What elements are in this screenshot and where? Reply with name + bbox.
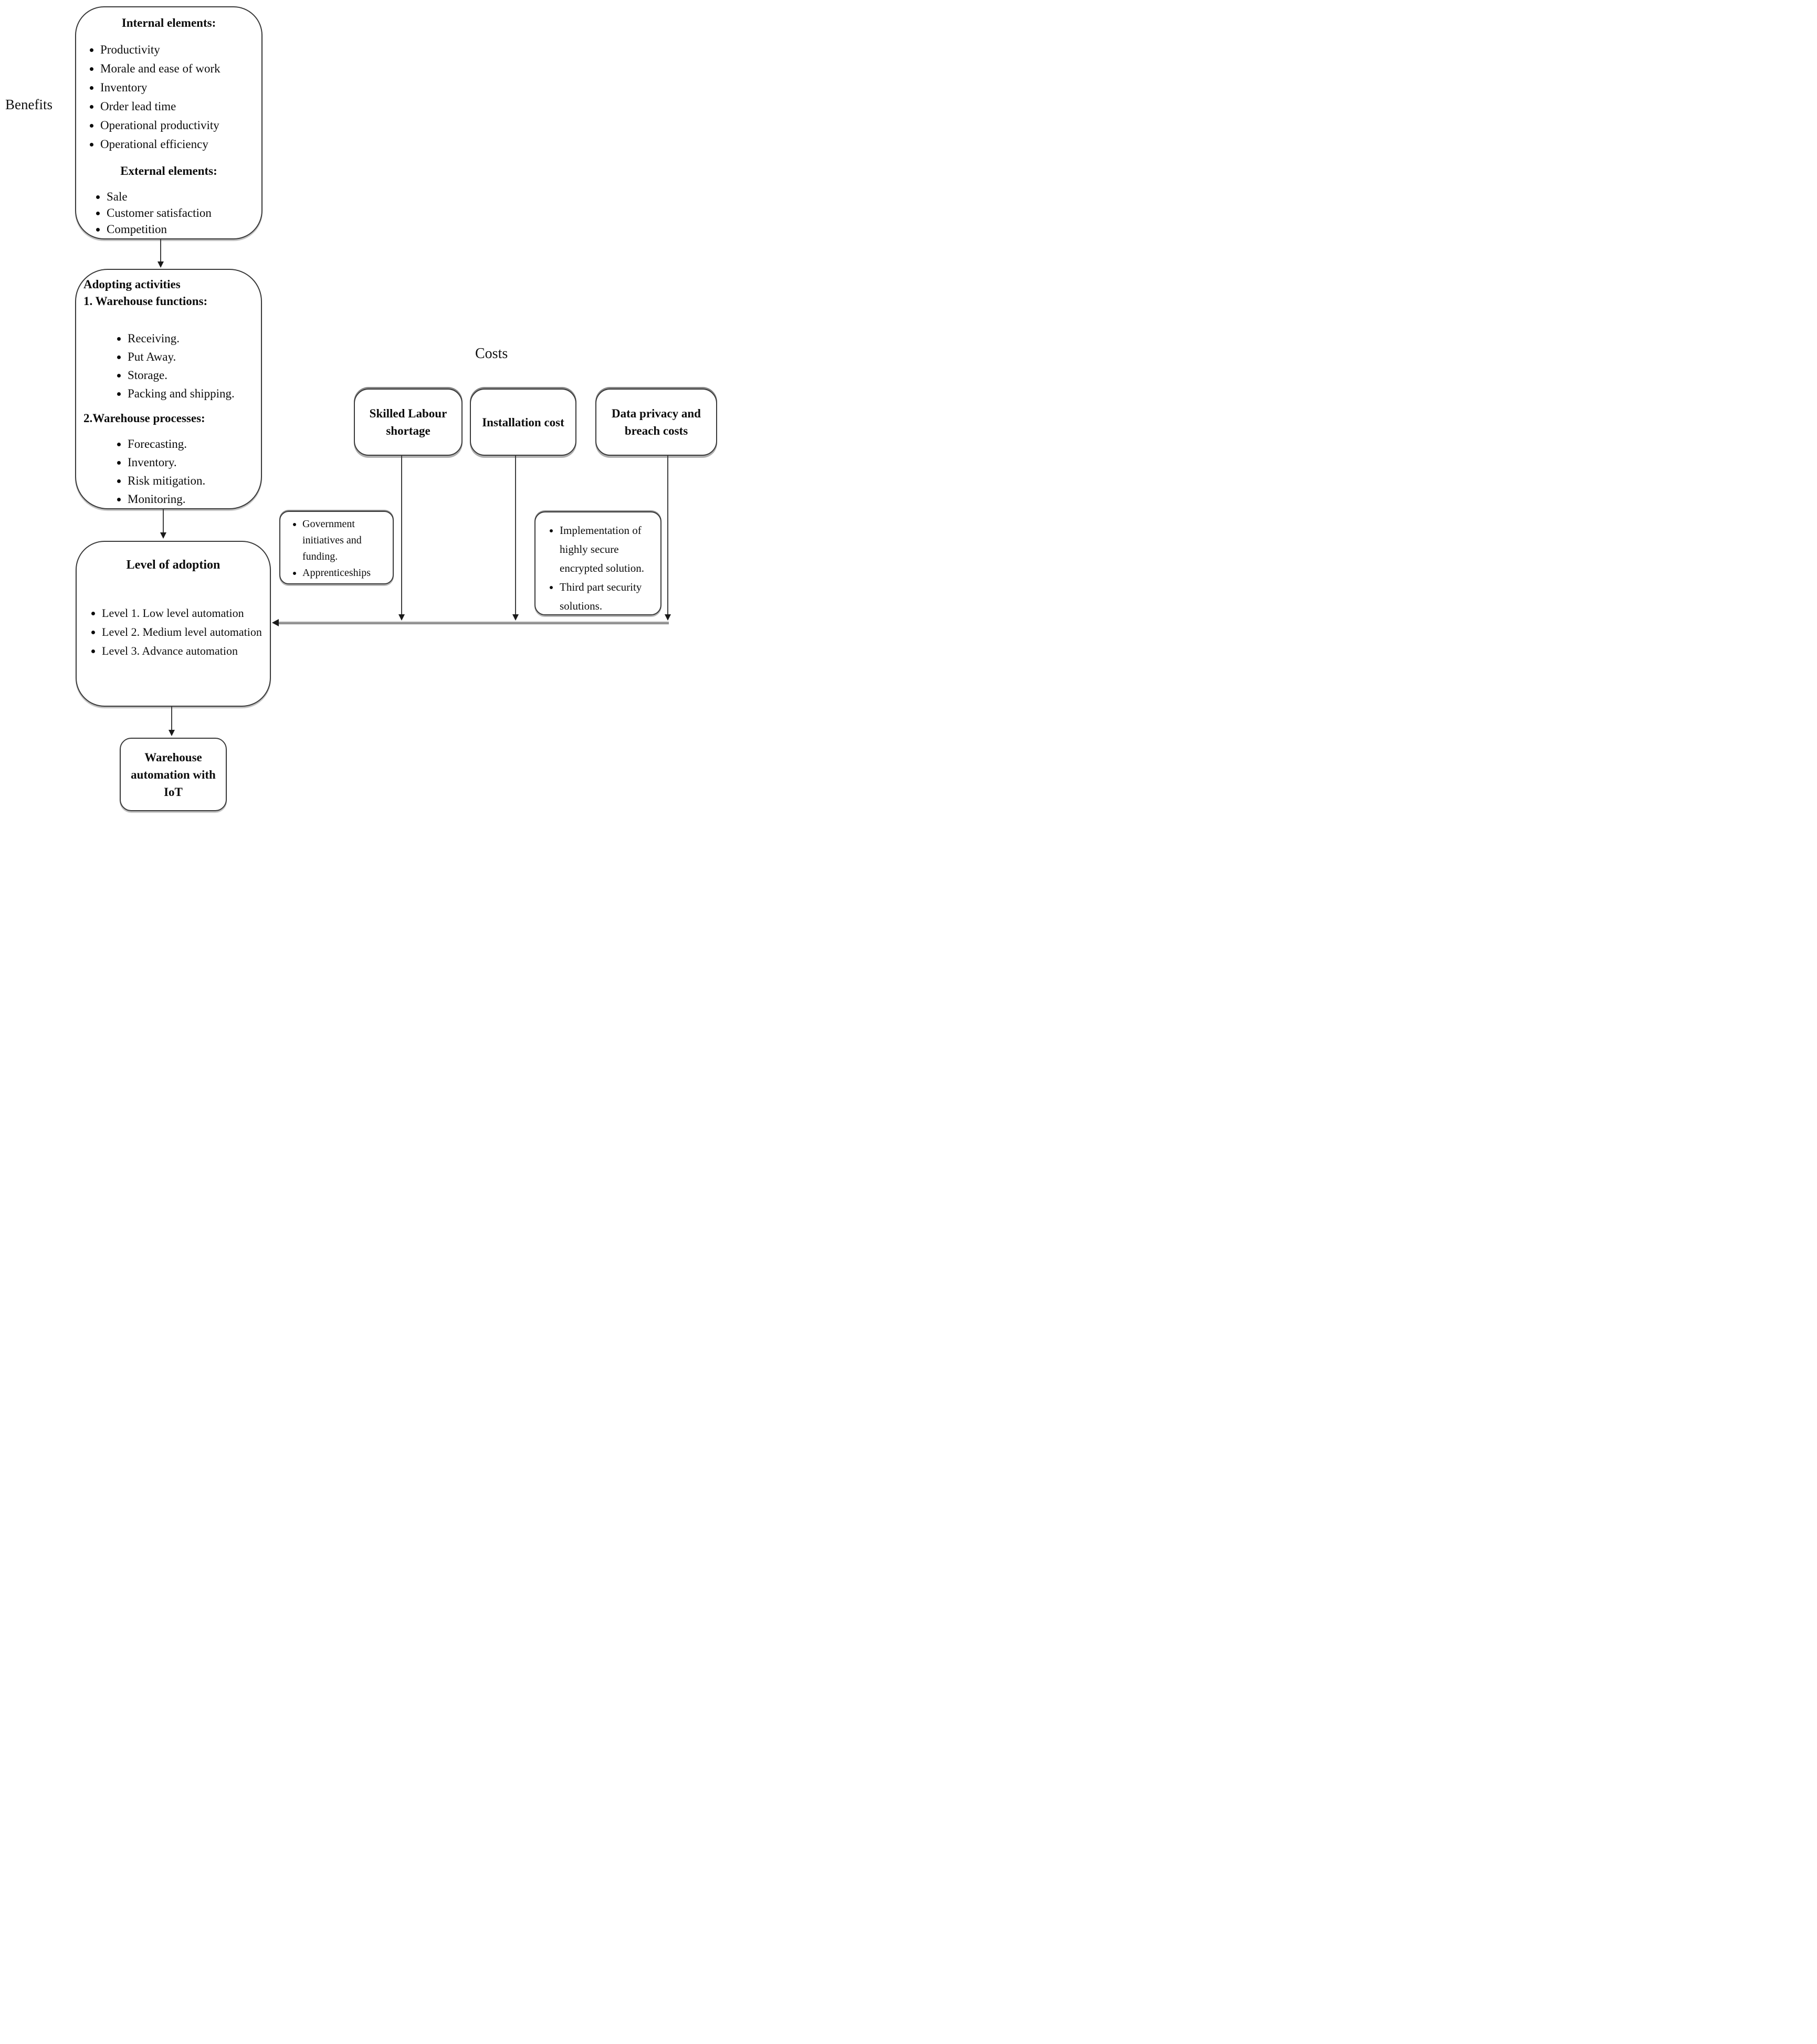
arrow-level-to-warehouse-head-icon — [169, 730, 175, 736]
list-item: Productivity — [100, 42, 261, 58]
connector-data-privacy-head-icon — [665, 614, 671, 621]
list-item: Government initiatives and funding. — [302, 516, 393, 565]
list-item: Receiving. — [128, 331, 256, 347]
security-solutions-list: Implementation of highly secure encrypte… — [535, 521, 660, 615]
connector-data-privacy-line — [667, 456, 668, 615]
arrow-elements-to-adopting-head-icon — [157, 261, 164, 268]
warehouse-automation-iot-label: Warehouse automation with IoT — [131, 750, 216, 799]
list-item: Put Away. — [128, 349, 256, 365]
adopting-activities-heading: Adopting activities — [83, 278, 181, 291]
warehouse-functions-heading: 1. Warehouse functions: — [83, 295, 208, 308]
list-item: Storage. — [128, 368, 256, 383]
arrow-level-to-warehouse-line — [171, 707, 172, 731]
arrow-elements-to-adopting-line — [160, 239, 161, 263]
flow-diagram-canvas: Benefits Costs Internal elements: Produc… — [0, 0, 727, 817]
benefits-label: Benefits — [5, 97, 52, 112]
list-item: Customer satisfaction — [107, 205, 261, 221]
warehouse-processes-list: Forecasting. Inventory. Risk mitigation.… — [83, 436, 256, 507]
connector-skilled-labour-line — [401, 456, 402, 615]
warehouse-processes-heading: 2.Warehouse processes: — [83, 412, 205, 425]
list-item: Forecasting. — [128, 436, 256, 452]
costs-label: Costs — [475, 345, 508, 362]
list-item: Level 3. Advance automation — [102, 642, 270, 661]
connector-installation-line — [515, 456, 516, 615]
list-item: Third part security solutions. — [560, 578, 660, 615]
arrow-adopting-to-level-head-icon — [160, 532, 166, 539]
warehouse-functions-list: Receiving. Put Away. Storage. Packing an… — [83, 331, 256, 402]
list-item: Monitoring. — [128, 491, 256, 507]
list-item: Packing and shipping. — [128, 386, 256, 402]
list-item: Inventory — [100, 80, 261, 96]
adopting-activities-box: Adopting activities 1. Warehouse functio… — [75, 269, 262, 509]
list-item: Risk mitigation. — [128, 473, 256, 489]
list-item: Level 2. Medium level automation — [102, 623, 270, 642]
note-box-security-solutions: Implementation of highly secure encrypte… — [534, 511, 661, 615]
list-item: Inventory. — [128, 455, 256, 470]
costs-merge-line — [275, 622, 669, 624]
connector-skilled-labour-head-icon — [398, 614, 405, 621]
list-item: Level 1. Low level automation — [102, 604, 270, 623]
list-item: Competition — [107, 222, 261, 237]
internal-elements-heading: Internal elements: — [121, 16, 216, 29]
list-item: Morale and ease of work — [100, 61, 261, 77]
warehouse-automation-iot-box: Warehouse automation with IoT — [120, 738, 227, 811]
cost-box-skilled-labour-shortage: Skilled Labour shortage — [354, 389, 463, 456]
cost-box-label: Installation cost — [482, 415, 564, 429]
list-item: Sale — [107, 189, 261, 205]
external-elements-list: Sale Customer satisfaction Competition — [76, 189, 261, 237]
arrow-into-level-head-icon — [272, 619, 279, 626]
cost-box-label: Data privacy and breach costs — [612, 407, 701, 437]
note-box-government-initiatives: Government initiatives and funding. Appr… — [279, 511, 394, 584]
benefit-elements-box: Internal elements: Productivity Morale a… — [75, 6, 262, 239]
connector-installation-head-icon — [512, 614, 519, 621]
cost-box-installation-cost: Installation cost — [470, 389, 576, 456]
level-of-adoption-box: Level of adoption Level 1. Low level aut… — [76, 541, 271, 707]
cost-box-data-privacy-breach: Data privacy and breach costs — [595, 389, 717, 456]
list-item: Implementation of highly secure encrypte… — [560, 521, 660, 578]
external-elements-heading: External elements: — [120, 164, 217, 177]
list-item: Operational efficiency — [100, 137, 261, 152]
cost-box-label: Skilled Labour shortage — [369, 407, 447, 437]
level-of-adoption-list: Level 1. Low level automation Level 2. M… — [77, 604, 270, 661]
government-initiatives-list: Government initiatives and funding. Appr… — [280, 516, 393, 581]
list-item: Order lead time — [100, 99, 261, 114]
arrow-adopting-to-level-line — [163, 509, 164, 533]
level-of-adoption-heading: Level of adoption — [126, 558, 220, 572]
internal-elements-list: Productivity Morale and ease of work Inv… — [76, 42, 261, 152]
list-item: Operational productivity — [100, 118, 261, 133]
list-item: Apprenticeships — [302, 565, 393, 581]
